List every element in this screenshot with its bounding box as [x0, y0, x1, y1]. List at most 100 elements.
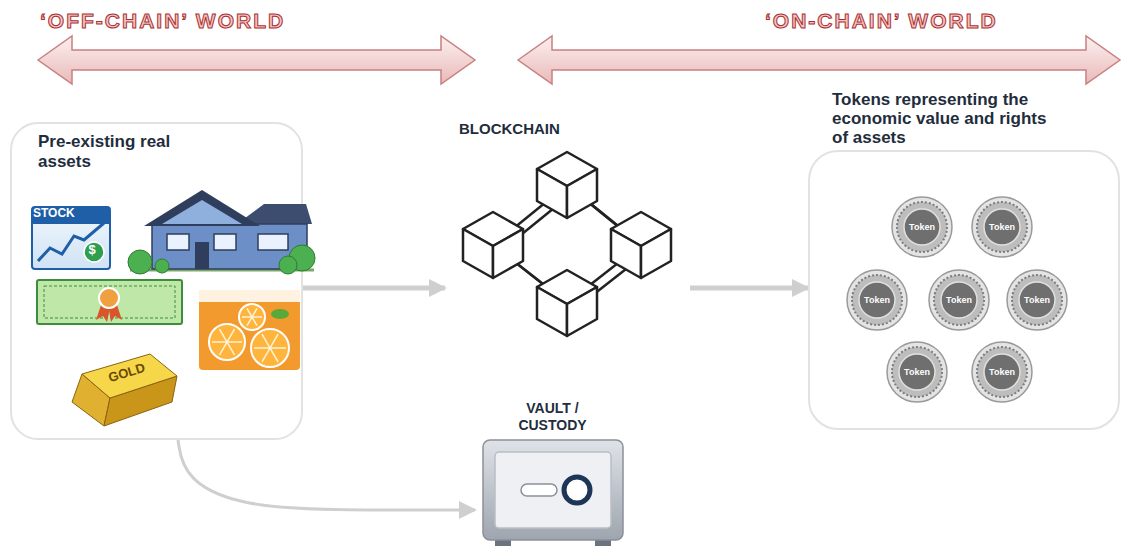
coin-icon — [84, 242, 104, 262]
token-label: Token — [946, 295, 972, 306]
token-rim — [929, 270, 989, 330]
token-label: Token — [989, 367, 1015, 378]
orange-segment — [254, 347, 270, 349]
token-face — [941, 282, 977, 318]
orange-slice — [209, 324, 245, 360]
token-face — [904, 209, 940, 245]
token-circle: Token — [846, 269, 908, 331]
token-circle: Token — [886, 341, 948, 403]
orange-segment — [262, 348, 270, 362]
orange-segment — [252, 317, 257, 326]
orange-segment — [227, 342, 235, 355]
token-circle: Token — [971, 196, 1033, 258]
banknote-frame — [44, 286, 175, 318]
block-cube — [537, 287, 567, 336]
token-face — [859, 282, 895, 318]
orange-card — [199, 290, 300, 370]
orange-segment — [242, 316, 252, 318]
token-face — [899, 354, 935, 390]
chain-illustration — [445, 120, 690, 345]
block-cube — [641, 229, 671, 278]
token-label: Token — [1024, 295, 1050, 306]
orange-segment — [247, 317, 252, 326]
token-rim — [1007, 270, 1067, 330]
bush — [128, 250, 152, 274]
flow-arrow — [690, 286, 808, 291]
safe-handle — [521, 484, 557, 496]
house-door — [195, 242, 209, 269]
stock-chart — [38, 223, 104, 261]
token-face — [1019, 282, 1055, 318]
block-cube — [463, 229, 493, 278]
orange-segment — [252, 316, 262, 318]
token-label: Token — [909, 222, 935, 233]
node-heading: VAULT / CUSTODY — [511, 400, 595, 434]
orange-segment — [270, 334, 278, 348]
house-gable — [162, 200, 242, 224]
token-face — [984, 354, 1020, 390]
token-ring — [892, 347, 942, 397]
orange-segment — [270, 347, 286, 349]
orange-segment — [270, 348, 278, 362]
gold-bar — [82, 354, 177, 398]
house-window — [214, 234, 236, 250]
bush — [155, 259, 169, 273]
block-cube — [567, 287, 597, 336]
orange-segment — [212, 341, 227, 343]
token-ring — [934, 275, 984, 325]
token-circle: Token — [928, 269, 990, 331]
blockchain-group: BLOCKCHAIN — [445, 120, 690, 345]
bush — [279, 256, 297, 274]
token-circle: Token — [891, 196, 953, 258]
currency-sign: $ — [86, 241, 98, 259]
orange-card-band — [199, 290, 300, 302]
icon-caption: GOLD — [106, 360, 147, 386]
node-heading: BLOCKCHAIN — [459, 120, 619, 138]
asset-panel: Pre-existing real assets — [10, 122, 303, 440]
token-face — [984, 209, 1020, 245]
token-rim — [847, 270, 907, 330]
orange-segment — [252, 308, 257, 317]
orange-slice — [251, 329, 289, 367]
orange-segment — [220, 342, 228, 355]
icon-caption: STOCK — [33, 205, 75, 222]
node-heading: Tokens representing the economic value a… — [832, 90, 1060, 147]
safe-door — [495, 452, 611, 528]
off-chain-double-arrow — [38, 36, 475, 84]
on-chain-double-arrow — [518, 36, 1120, 84]
node-heading: Pre-existing real assets — [38, 132, 173, 172]
token-label: Token — [864, 295, 890, 306]
token-ring — [977, 347, 1027, 397]
flow-arrow — [303, 286, 445, 291]
safe-dial — [564, 477, 590, 503]
block-cube — [567, 169, 597, 218]
token-panel: Tokens representing the economic value a… — [808, 150, 1120, 430]
orange-slice — [239, 304, 265, 330]
flow-arrow — [178, 440, 475, 510]
token-rim — [972, 342, 1032, 402]
house-window — [258, 234, 288, 250]
token-label: Token — [989, 222, 1015, 233]
leaf — [271, 309, 289, 319]
token-rim — [972, 197, 1032, 257]
token-ring — [1012, 275, 1062, 325]
orange-segment — [247, 308, 252, 317]
orange-segment — [227, 341, 242, 343]
token-circle: Token — [971, 341, 1033, 403]
token-label: Token — [904, 367, 930, 378]
orange-segment — [220, 329, 228, 342]
token-rim — [887, 342, 947, 402]
block-cube — [493, 229, 523, 278]
block-cube — [537, 169, 567, 218]
block-cube — [611, 229, 641, 278]
house-window — [167, 234, 189, 250]
token-ring — [977, 202, 1027, 252]
token-rim — [892, 197, 952, 257]
house-roof — [144, 190, 260, 226]
banknote — [37, 280, 182, 324]
token-ring — [852, 275, 902, 325]
world-label: ‘ON-CHAIN’ WORLD — [765, 9, 998, 33]
token-ring — [897, 202, 947, 252]
